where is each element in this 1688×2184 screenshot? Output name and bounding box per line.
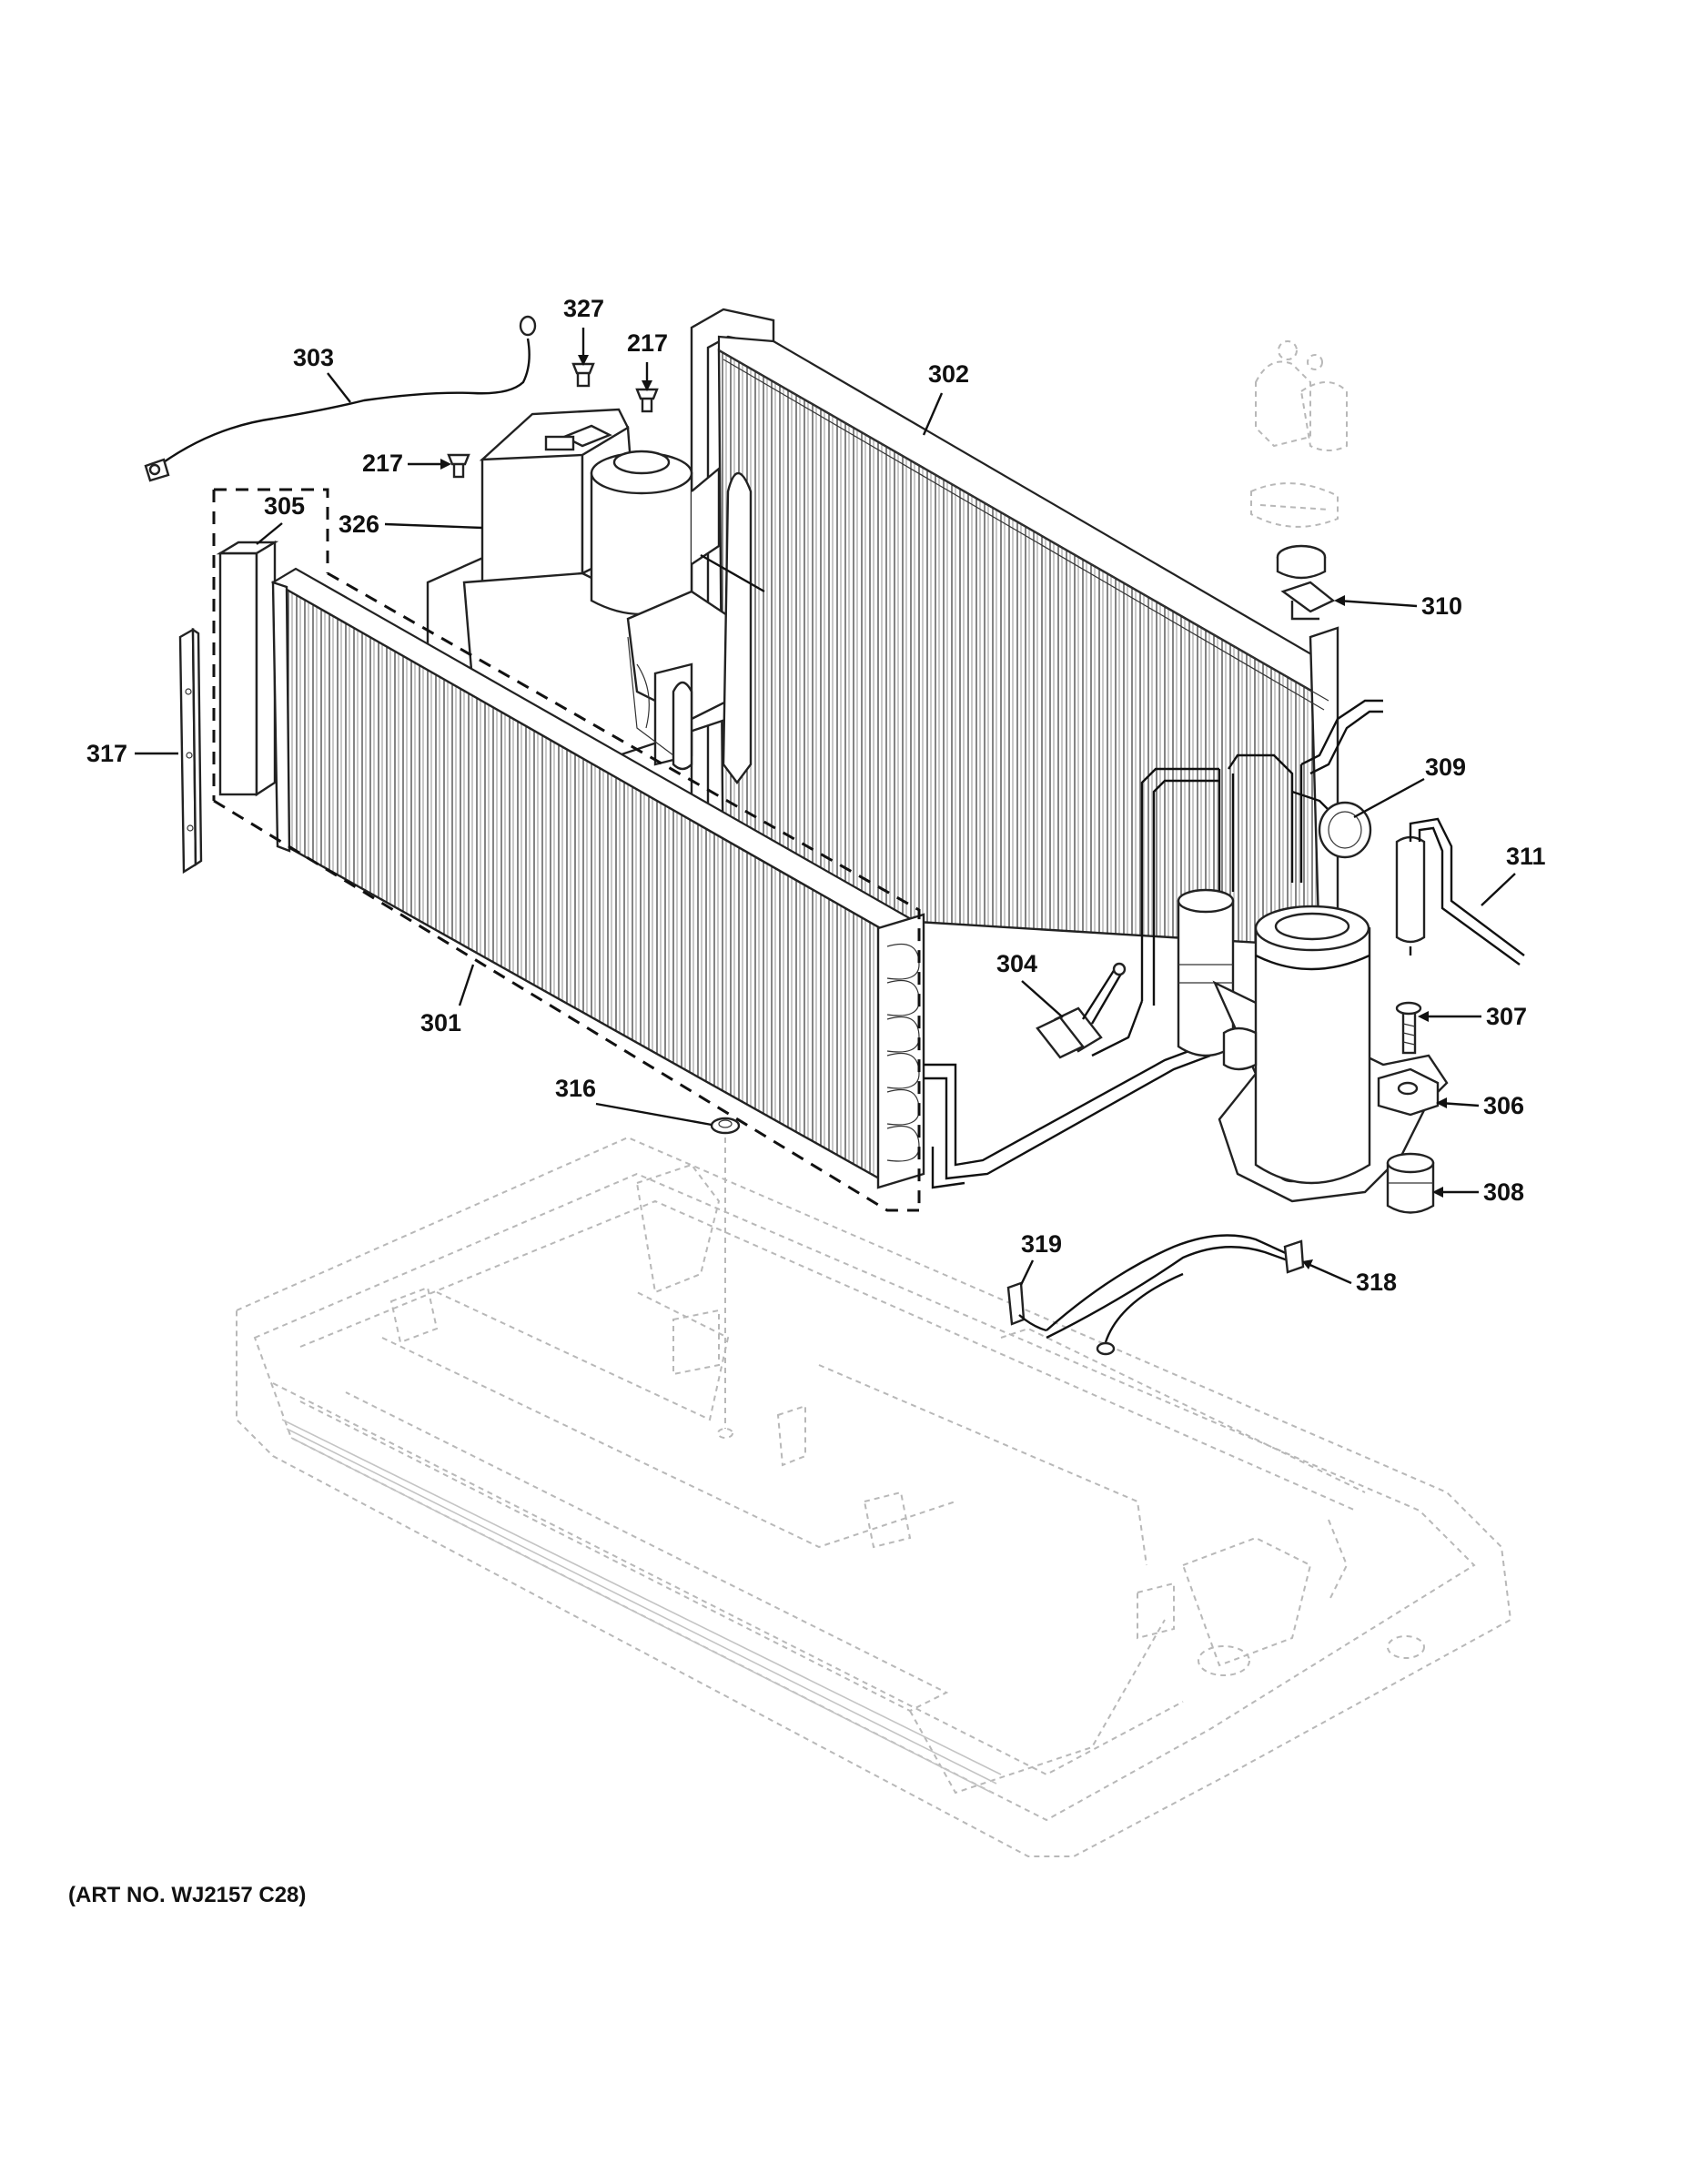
ground-wire-303 xyxy=(144,315,537,482)
callout-310: 310 xyxy=(1421,592,1462,620)
drier-311 xyxy=(1395,817,1525,966)
callout-317: 317 xyxy=(86,740,127,767)
compressor xyxy=(1212,905,1449,1203)
callout-306: 306 xyxy=(1483,1092,1524,1119)
callout-316: 316 xyxy=(555,1075,596,1102)
callout-305: 305 xyxy=(264,492,305,520)
bracket-317 xyxy=(178,627,203,875)
arrow-heads xyxy=(440,355,1447,1269)
callout-307: 307 xyxy=(1486,1003,1527,1030)
callout-309: 309 xyxy=(1425,753,1466,781)
leader-lines xyxy=(135,328,1516,1286)
muffler-309 xyxy=(1318,801,1372,859)
callout-labels: 327 217 302 303 217 305 326 310 317 309 … xyxy=(86,295,1546,1296)
callout-319: 319 xyxy=(1021,1230,1062,1258)
callout-217-left: 217 xyxy=(362,450,403,477)
callout-308: 308 xyxy=(1483,1178,1524,1206)
callout-318: 318 xyxy=(1356,1269,1397,1296)
harness-319 xyxy=(1006,1281,1047,1332)
callout-302: 302 xyxy=(928,360,969,388)
bolt-307 xyxy=(1395,1001,1422,1055)
art-number: (ART NO. WJ2157 C28) xyxy=(68,1883,306,1907)
gasket-305 xyxy=(212,488,329,801)
callout-304: 304 xyxy=(996,950,1037,977)
screw-327 xyxy=(571,362,595,388)
harness-318 xyxy=(1046,1234,1305,1356)
control-box-326 xyxy=(426,408,765,784)
mount-washer-306 xyxy=(1377,1067,1440,1117)
callout-303: 303 xyxy=(293,344,334,371)
grommet-308 xyxy=(1386,1152,1435,1214)
callout-301: 301 xyxy=(420,1009,461,1036)
callout-311: 311 xyxy=(1506,843,1546,870)
callout-327: 327 xyxy=(563,295,604,322)
valve-304 xyxy=(1036,962,1127,1059)
evaporator-coil-301 xyxy=(213,567,925,1212)
accumulator xyxy=(1177,888,1235,1057)
drain-plug-316 xyxy=(710,1117,741,1439)
screw-217-top xyxy=(635,388,659,413)
screw-217-left xyxy=(447,453,470,479)
refrigerant-tubing xyxy=(924,699,1383,1189)
callout-326: 326 xyxy=(339,511,379,538)
base-pan-ghost xyxy=(236,1136,1512,1857)
callout-217-top: 217 xyxy=(627,329,668,357)
terminal-cover-310 xyxy=(1250,340,1348,621)
